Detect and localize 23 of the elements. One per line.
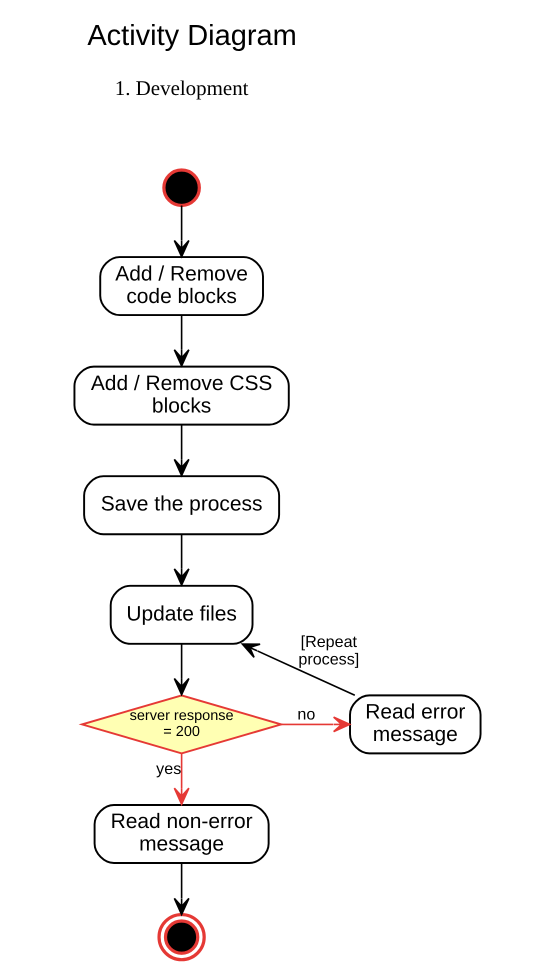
node-circle	[162, 168, 200, 208]
node-box: Save the process	[82, 475, 280, 536]
arrow	[173, 206, 190, 258]
arrow	[173, 316, 190, 367]
node-circle	[156, 912, 206, 962]
arrow	[280, 716, 350, 732]
node-diamond: server response = 200	[78, 694, 284, 754]
arrow	[173, 863, 190, 916]
arrow	[173, 425, 190, 476]
edge-label: [Repeat process]	[298, 632, 359, 669]
label: 1. Development	[114, 76, 248, 100]
node-box: Add / Remove CSS blocks	[72, 366, 290, 426]
node-box: Read non-error message	[93, 804, 270, 864]
arrow	[241, 643, 355, 696]
node-box: Update files	[109, 584, 253, 645]
arrow	[173, 644, 190, 696]
diagram-title: Activity Diagram	[86, 20, 296, 52]
arrow	[173, 754, 190, 806]
arrow	[173, 534, 190, 586]
node-box: Read error message	[348, 694, 482, 754]
edge-label: yes	[156, 760, 181, 778]
edge-label: no	[296, 706, 315, 724]
node-box: Add / Remove code blocks	[98, 256, 264, 316]
